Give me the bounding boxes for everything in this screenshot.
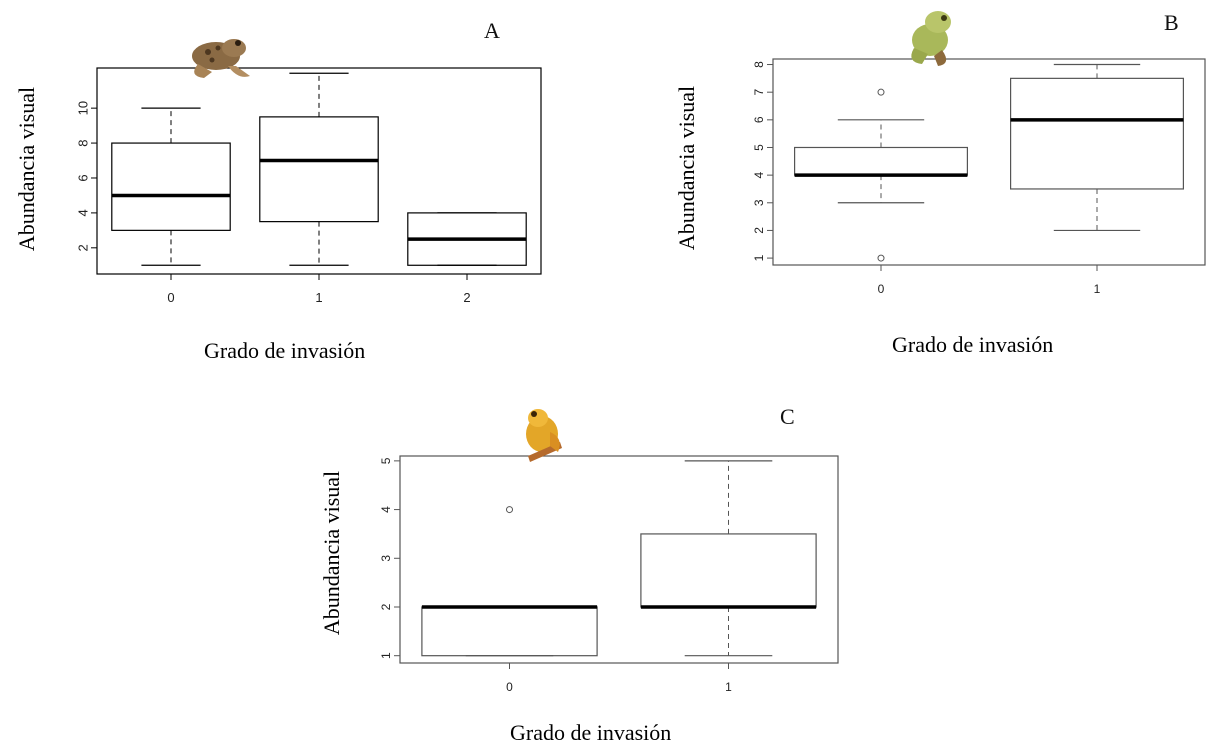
panel-label: A [484, 18, 500, 43]
x-tick-label: 0 [506, 680, 513, 694]
y-tick-label: 6 [752, 116, 766, 123]
frog-yellow-icon [526, 409, 562, 462]
y-tick-label: 7 [752, 89, 766, 96]
y-tick-label: 3 [379, 555, 393, 562]
y-tick-label: 4 [379, 506, 393, 513]
y-tick-label: 4 [76, 209, 91, 216]
x-tick-label: 0 [167, 290, 174, 305]
x-axis-label: Grado de invasión [204, 338, 366, 363]
y-tick-label: 5 [752, 144, 766, 151]
box-iqr [1010, 77, 1185, 190]
x-tick-label: 1 [725, 680, 732, 694]
box-0 [794, 88, 969, 262]
outlier-point [506, 506, 513, 514]
y-tick-label: 2 [752, 227, 766, 234]
box-0 [111, 107, 231, 266]
outlier-point [877, 88, 885, 96]
x-tick-label: 1 [1094, 282, 1101, 296]
x-axis-label: Grado de invasión [892, 332, 1054, 357]
box-iqr [259, 116, 379, 223]
frog-brown-icon [192, 39, 250, 78]
boxplot-a: 2 4 6 8 10 0 1 2 [76, 67, 542, 305]
y-tick-label: 8 [752, 61, 766, 68]
box-1 [640, 460, 817, 657]
box-iqr [640, 533, 817, 608]
box-iqr [111, 142, 231, 231]
y-tick-label: 1 [379, 652, 393, 659]
x-tick-label: 2 [463, 290, 470, 305]
box-iqr [794, 146, 969, 176]
outlier-point [877, 254, 885, 262]
y-tick-label: 2 [379, 603, 393, 610]
x-tick-label: 1 [315, 290, 322, 305]
frog-green-icon [911, 11, 951, 66]
y-tick-label: 5 [379, 457, 393, 464]
y-tick-label: 8 [76, 139, 91, 146]
panel-label: B [1164, 10, 1179, 35]
plot-frame [772, 58, 1206, 266]
y-tick-label: 1 [752, 254, 766, 261]
box-iqr [421, 606, 598, 657]
y-tick-label: 4 [752, 171, 766, 178]
box-1 [259, 72, 379, 266]
panel-label: C [780, 404, 795, 429]
x-tick-label: 0 [878, 282, 885, 296]
plot-frame [399, 455, 839, 664]
boxplot-c: 1 2 3 4 5 0 1 [379, 455, 839, 694]
x-axis-label: Grado de invasión [510, 720, 672, 745]
box-1 [1010, 63, 1185, 232]
y-tick-label: 6 [76, 174, 91, 181]
box-0 [421, 506, 598, 657]
box-2 [407, 212, 527, 266]
y-tick-label: 10 [76, 101, 91, 115]
boxplot-b: 1 2 3 4 5 6 7 8 0 1 [752, 58, 1206, 296]
y-tick-label: 2 [76, 244, 91, 251]
y-tick-label: 3 [752, 199, 766, 206]
